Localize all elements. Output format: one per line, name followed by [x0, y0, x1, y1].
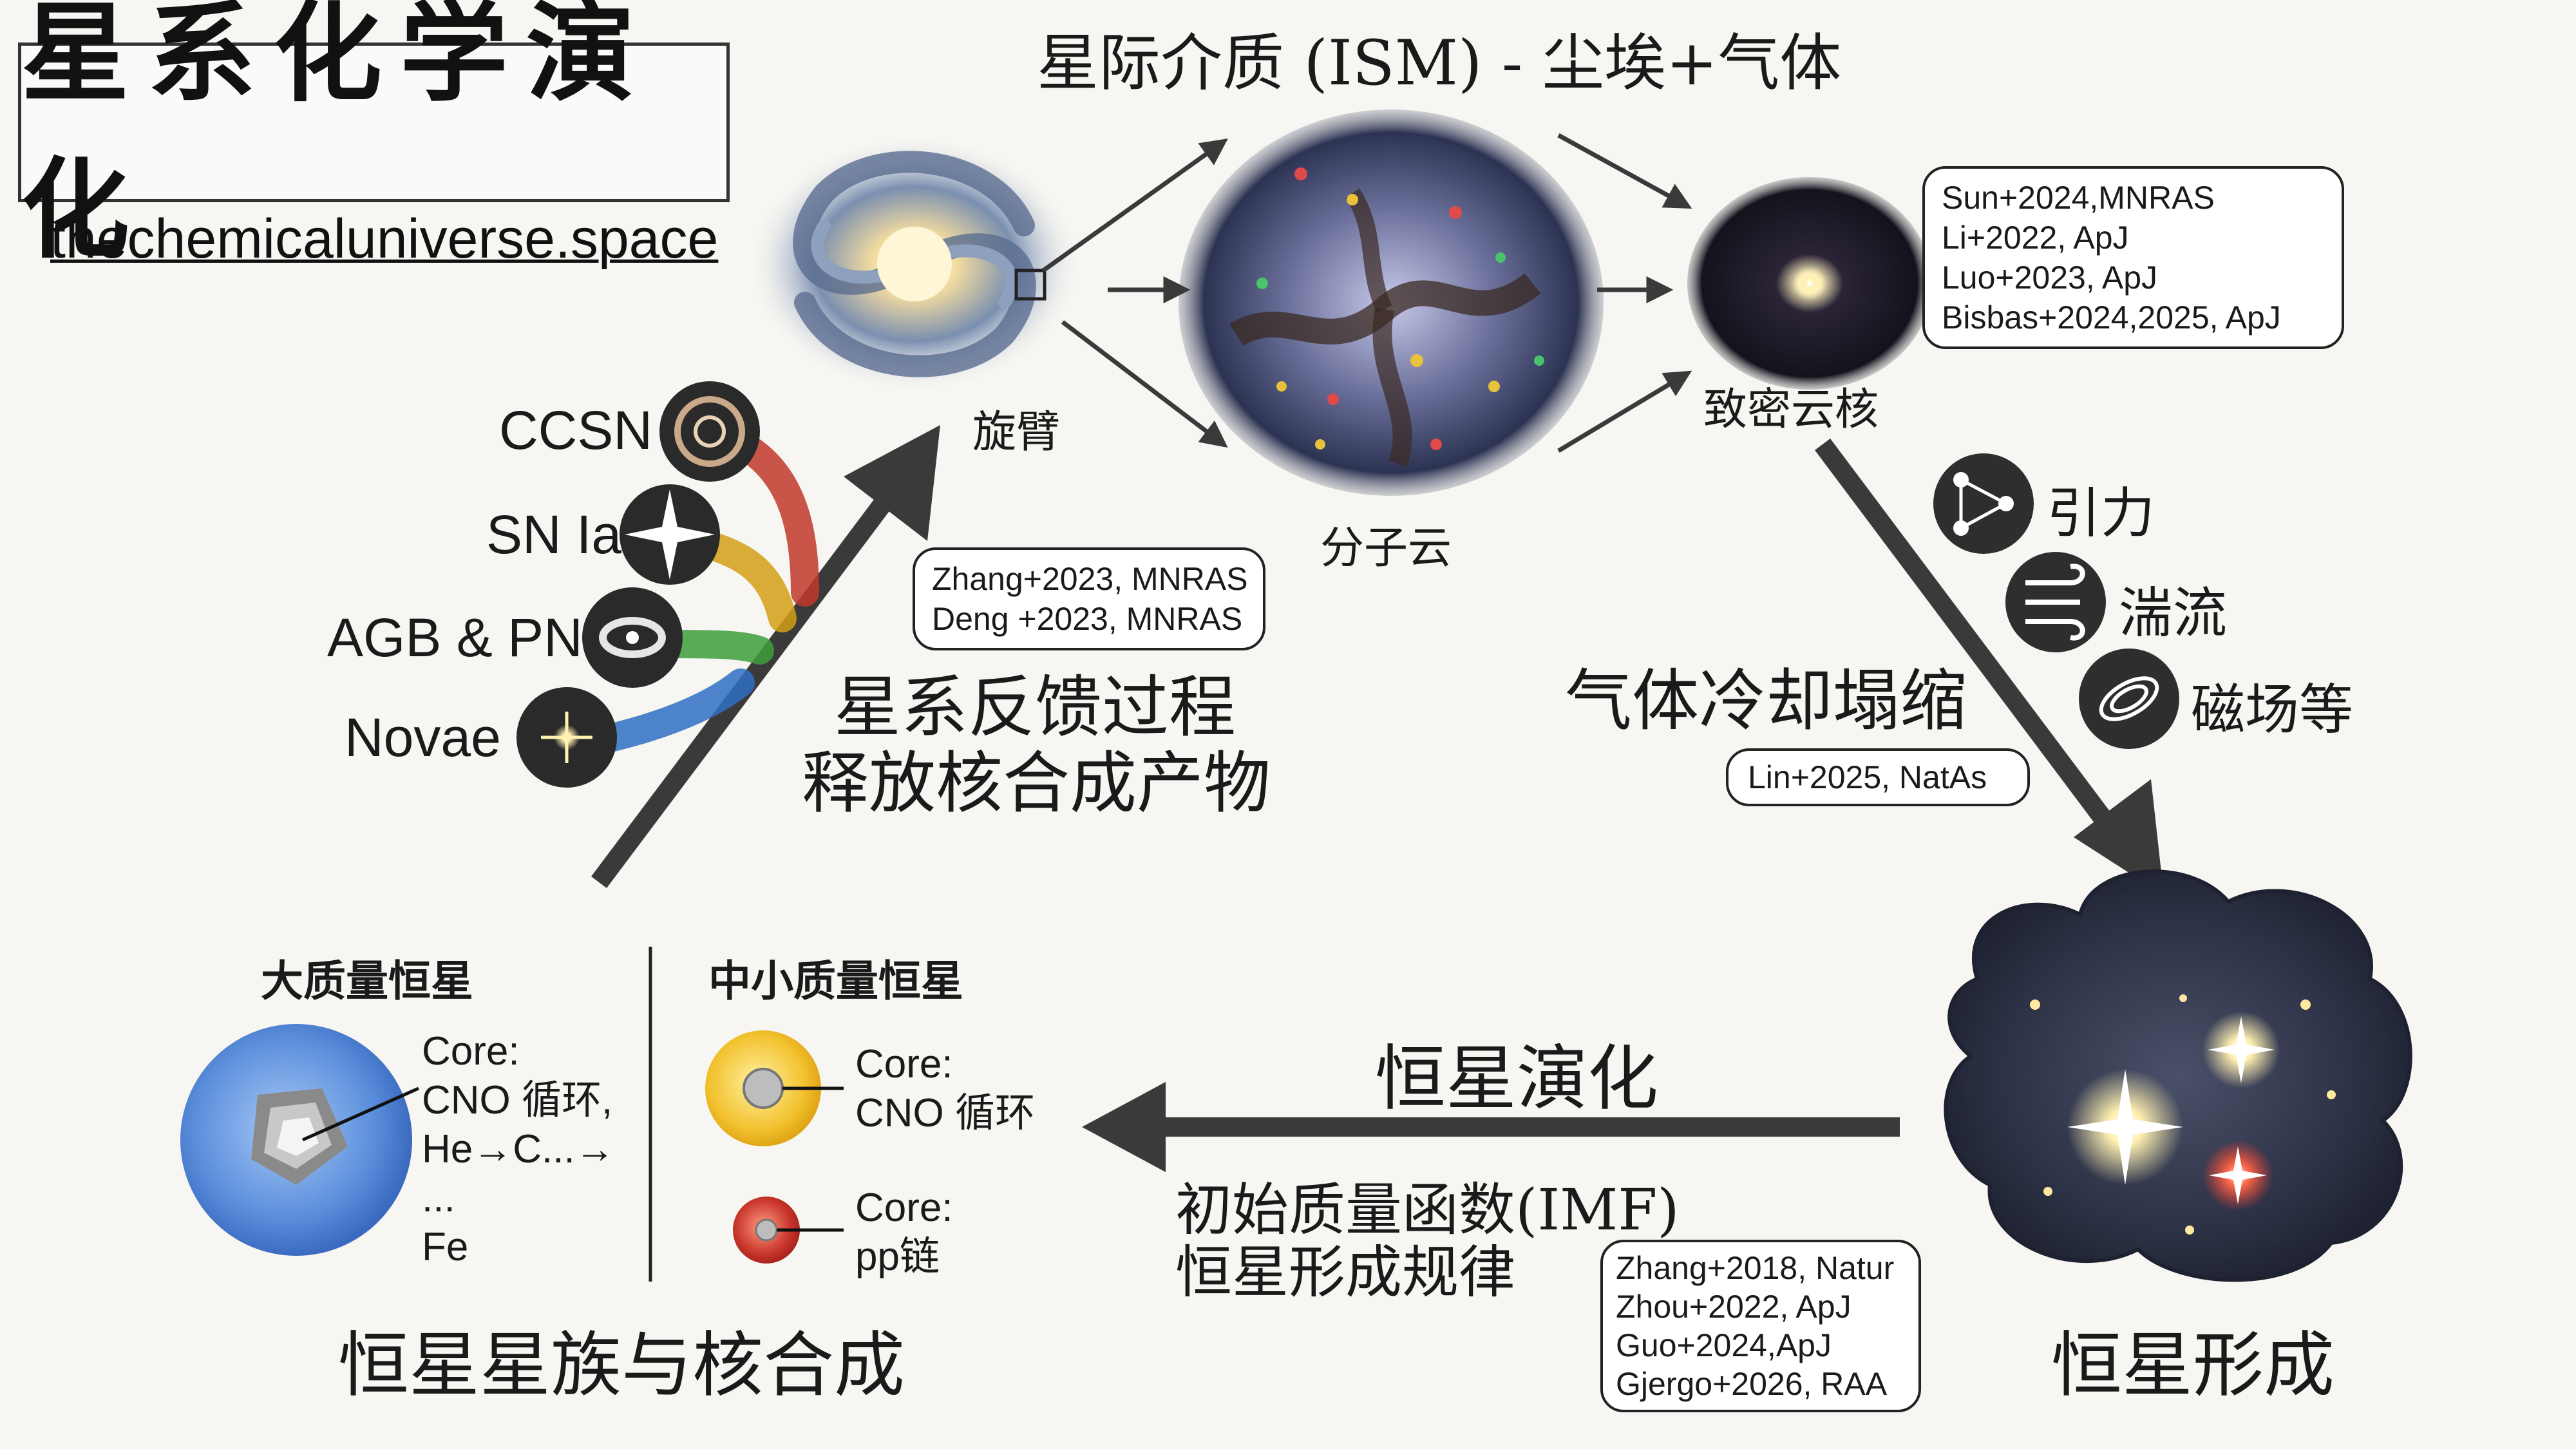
force-label-magnetic: 磁场等: [2191, 678, 2354, 741]
core-line: Core:: [422, 1029, 520, 1074]
magnetic-field-icon: [2079, 649, 2179, 749]
ccsn-icon: [659, 381, 760, 482]
massive-star-heading: 大质量恒星: [261, 956, 473, 1006]
core-line: CNO 循环: [855, 1091, 1036, 1135]
feedback-line1: 星系反馈过程: [834, 668, 1236, 746]
collapse-label: 气体冷却塌缩: [1565, 661, 1967, 740]
ref-entry: Zhang+2023, MNRAS: [932, 561, 1248, 597]
massive-star-core-text: Core: CNO 循环, He→C...→ ... Fe: [422, 1027, 615, 1272]
evolution-title: 恒星演化: [1375, 1037, 1658, 1120]
turbulence-icon: [2005, 552, 2106, 652]
source-label-ccsn: CCSN: [499, 400, 653, 460]
ref-box-feedback: Zhang+2023, MNRAS Deng +2023, MNRAS: [913, 547, 1265, 650]
ref-entry: Deng +2023, MNRAS: [932, 601, 1243, 637]
massive-star-icon: [180, 1024, 420, 1256]
source-label-novae: Novae: [345, 707, 501, 768]
low-mass-star-pp-icon: [733, 1197, 844, 1264]
ref-entry: Lin+2025, NatAs: [1748, 759, 1987, 795]
ref-entry: Guo+2024,ApJ: [1616, 1327, 1832, 1363]
dense-core: [1687, 177, 1932, 390]
source-label-snia: SN Ia: [486, 504, 622, 565]
evolution-line2: 恒星形成规律: [1175, 1239, 1516, 1305]
ref-entry: Sun+2024,MNRAS: [1942, 180, 2215, 216]
ref-entry: Zhang+2018, Natur: [1616, 1250, 1895, 1286]
ref-box-dense-core: Sun+2024,MNRAS Li+2022, ApJ Luo+2023, Ap…: [1922, 166, 2344, 349]
collapse-arrow: [1815, 439, 2164, 895]
evolution-line1: 初始质量函数(IMF): [1175, 1177, 1680, 1243]
stellar-populations-label: 恒星星族与核合成: [338, 1324, 905, 1406]
ref-entry: Luo+2023, ApJ: [1942, 260, 2158, 296]
molecular-cloud: [1179, 109, 1604, 496]
ism-flow-arrows: [1041, 133, 1692, 453]
ref-entry: Zhou+2022, ApJ: [1616, 1289, 1852, 1325]
core-line: Fe: [422, 1225, 469, 1269]
dense-core-label: 致密云核: [1703, 384, 1879, 435]
feedback-line2: 释放核合成产物: [802, 744, 1271, 822]
star-formation-label: 恒星形成: [2051, 1324, 2334, 1406]
gravity-icon: [1933, 453, 2034, 554]
core-line: pp链: [855, 1235, 940, 1279]
core-line: He→C...→: [422, 1127, 615, 1171]
molecular-cloud-label: 分子云: [1320, 523, 1452, 574]
evolution-arrow: [1082, 1082, 1900, 1172]
source-label-agb-pn: AGB & PN: [327, 607, 583, 668]
core-line: ...: [422, 1176, 455, 1220]
snia-icon: [620, 484, 720, 585]
force-label-gravity: 引力: [2047, 482, 2155, 545]
ref-entry: Gjergo+2026, RAA: [1616, 1366, 1888, 1402]
title-box: 星系化学演化: [18, 0, 730, 273]
core-line: Core:: [855, 1042, 953, 1086]
website-link[interactable]: thechemicaluniverse.space: [50, 208, 719, 270]
ism-title: 星际介质 (ISM) - 尘埃+气体: [1037, 27, 1842, 99]
low-mass-star-cno-icon: [705, 1030, 844, 1146]
ref-entry: Bisbas+2024,2025, ApJ: [1942, 299, 2281, 336]
spiral-galaxy: [747, 135, 1082, 393]
core-line: Core:: [855, 1186, 953, 1230]
low-mass-star-heading: 中小质量恒星: [708, 956, 963, 1006]
ref-box-star-formation: Zhang+2018, Natur Zhou+2022, ApJ Guo+202…: [1600, 1240, 1921, 1412]
novae-icon: [516, 687, 617, 788]
star-formation-cloud: [1944, 869, 2412, 1282]
force-label-turbulence: 湍流: [2119, 582, 2228, 645]
ref-entry: Li+2022, ApJ: [1942, 220, 2129, 256]
low-mass-core1-text: Core: CNO 循环: [855, 1040, 1035, 1138]
low-mass-core2-text: Core: pp链: [855, 1184, 953, 1282]
ref-box-collapse: Lin+2025, NatAs: [1726, 748, 2030, 806]
page-title: 星系化学演化: [21, 0, 652, 273]
core-line: CNO 循环,: [422, 1078, 613, 1122]
agb-pn-icon: [582, 587, 683, 688]
spiral-arm-label: 旋臂: [972, 407, 1061, 458]
